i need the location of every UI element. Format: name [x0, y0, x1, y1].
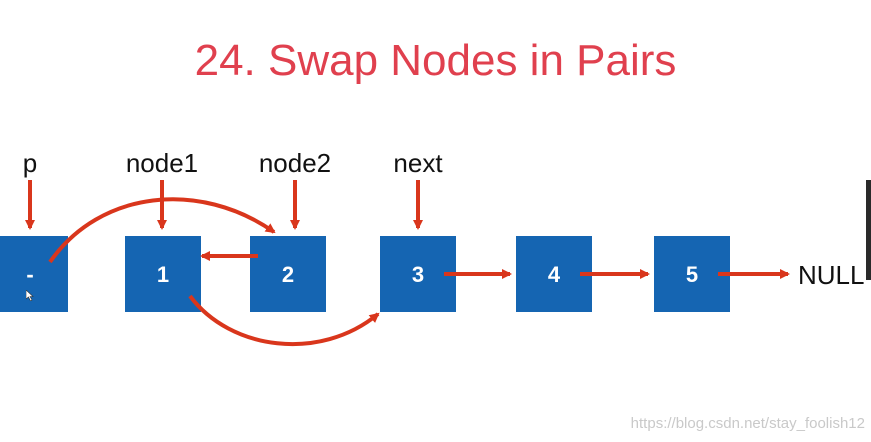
pointer-node1-label: node1	[126, 148, 198, 178]
mouse-cursor-icon	[25, 288, 34, 306]
node-3-label: 3	[412, 262, 424, 287]
node-4: 4	[516, 236, 592, 312]
node-dummy-label: -	[26, 262, 33, 287]
watermark: https://blog.csdn.net/stay_foolish12	[630, 415, 865, 432]
pointer-node2-label: node2	[259, 148, 331, 178]
page-title: 24. Swap Nodes in Pairs	[194, 36, 677, 85]
node-5-label: 5	[686, 262, 698, 287]
link-dummy-to-2	[48, 197, 276, 264]
node-2-label: 2	[282, 262, 294, 287]
pointer-next-label: next	[393, 148, 443, 178]
node-4-label: 4	[548, 262, 561, 287]
node-1-label: 1	[157, 262, 169, 287]
pointer-p-label: p	[23, 148, 37, 178]
node-5: 5	[654, 236, 730, 312]
node-3: 3	[380, 236, 456, 312]
null-label: NULL	[798, 260, 864, 290]
link-1-to-3	[188, 294, 380, 347]
edge-scrollbar	[866, 180, 871, 280]
node-2: 2	[250, 236, 326, 312]
node-dummy: -	[0, 236, 68, 312]
node-1: 1	[125, 236, 201, 312]
